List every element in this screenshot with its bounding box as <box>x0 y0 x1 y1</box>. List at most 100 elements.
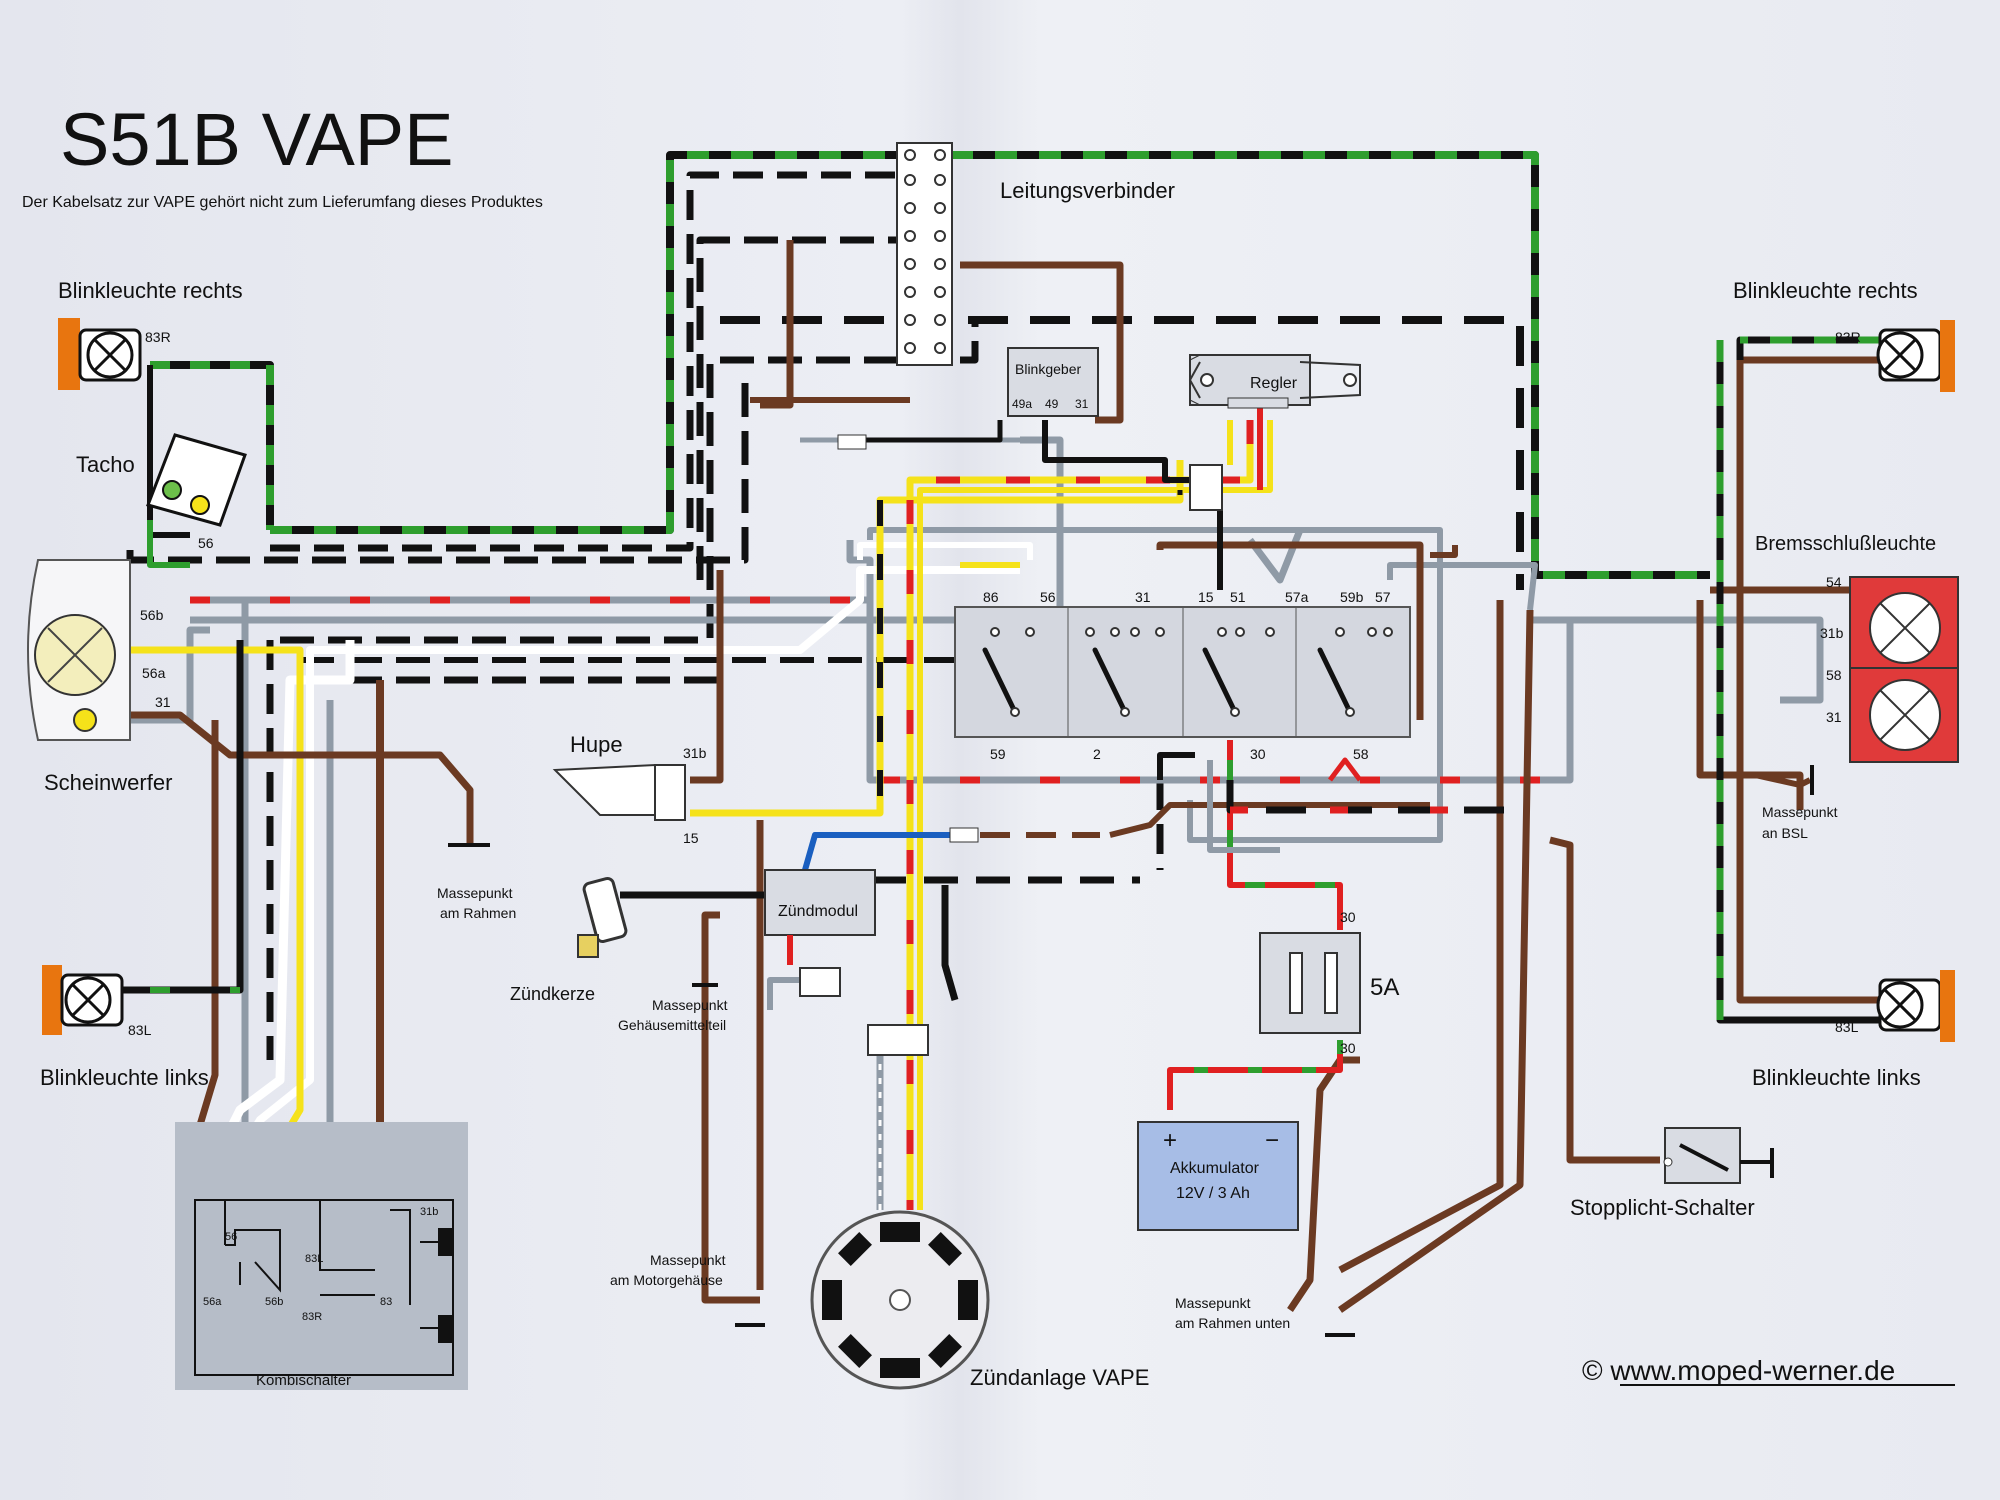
zs-terminal-59b: 59b <box>1340 589 1364 605</box>
label-stopplicht-schalter: Stopplicht-Schalter <box>1570 1195 1755 1220</box>
svg-text:56: 56 <box>225 1231 237 1243</box>
wire-yellow-red-stripe <box>906 420 1254 1210</box>
svg-text:Massepunkt: Massepunkt <box>1762 804 1838 820</box>
tacho: 56 <box>146 433 247 551</box>
svg-text:Massepunkt: Massepunkt <box>650 1252 726 1268</box>
svg-text:83R: 83R <box>1835 329 1861 345</box>
zs-terminal-58: 58 <box>1353 746 1369 762</box>
wire-zs-58 <box>1328 757 1362 782</box>
svg-text:49a: 49a <box>1012 397 1032 411</box>
regler: Regler <box>1188 354 1361 409</box>
svg-text:31: 31 <box>1075 397 1089 411</box>
wire-zs-30 <box>1157 752 1195 780</box>
svg-text:31b: 31b <box>420 1206 438 1218</box>
wire-zs-grey <box>1207 760 1280 853</box>
label-zuendkerze: Zündkerze <box>510 984 595 1004</box>
term-83R-left: 83R <box>145 329 171 345</box>
label-zuendmodul: Zündmodul <box>778 903 858 920</box>
svg-text:Gehäusemittelteil: Gehäusemittelteil <box>618 1017 726 1033</box>
label-kombischalter: Kombischalter <box>256 1372 351 1389</box>
label-akku-spec: 12V / 3 Ah <box>1176 1185 1250 1202</box>
hupe: 31b 15 <box>552 745 707 846</box>
svg-text:83: 83 <box>380 1296 392 1308</box>
fuse-icon <box>1289 952 1303 1014</box>
wire-tacho-green <box>147 520 190 568</box>
inline-connector-icon <box>837 434 867 450</box>
zs-terminal-15: 15 <box>1198 589 1214 605</box>
svg-text:Massepunkt: Massepunkt <box>652 997 728 1013</box>
svg-text:56b: 56b <box>265 1296 283 1308</box>
connector-icon <box>867 1024 929 1056</box>
zs-terminal-31: 31 <box>1135 589 1151 605</box>
label-leitungsverbinder: Leitungsverbinder <box>1000 178 1175 203</box>
svg-text:31: 31 <box>1826 709 1842 725</box>
label-blinker-rechts-left: Blinkleuchte rechts <box>58 278 243 303</box>
blinkgeber: Blinkgeber 49a 49 31 <box>1007 347 1099 417</box>
zs-terminal-59: 59 <box>990 746 1006 762</box>
diagram-title: S51B VAPE <box>60 98 454 181</box>
ground-motor: Massepunkt am Motorgehäuse <box>610 1252 765 1327</box>
label-regler: Regler <box>1250 375 1298 392</box>
svg-text:an BSL: an BSL <box>1762 825 1808 841</box>
indicator-lamp-icon <box>162 480 182 500</box>
svg-text:56a: 56a <box>203 1296 222 1308</box>
horn-button-icon <box>438 1228 453 1256</box>
label-blinker-links-left: Blinkleuchte links <box>40 1065 209 1090</box>
svg-text:am Rahmen unten: am Rahmen unten <box>1175 1315 1290 1331</box>
copyright-link[interactable]: © www.moped-werner.de <box>1582 1355 1895 1386</box>
label-scheinwerfer: Scheinwerfer <box>44 770 172 795</box>
zs-terminal-30: 30 <box>1250 746 1266 762</box>
term-hupe-15: 15 <box>683 830 699 846</box>
stopplicht-schalter <box>1663 1127 1774 1184</box>
ground-gehaeuse: Massepunkt Gehäusemittelteil <box>618 983 728 1033</box>
switch-icon <box>1679 1143 1729 1172</box>
svg-text:49: 49 <box>1045 397 1059 411</box>
bremsschlussleuchte: 54 31b 58 31 <box>1820 574 1959 763</box>
svg-text:83L: 83L <box>1835 1019 1859 1035</box>
zs-terminal-56: 56 <box>1040 589 1056 605</box>
diagram-subtitle: Der Kabelsatz zur VAPE gehört nicht zum … <box>22 194 543 211</box>
label-zuendanlage: Zündanlage VAPE <box>970 1365 1149 1390</box>
horn-icon <box>654 764 686 821</box>
zs-terminal-2: 2 <box>1093 746 1101 762</box>
svg-text:am Rahmen: am Rahmen <box>440 905 516 921</box>
wire-white <box>205 542 1033 1210</box>
indicator-lamp-icon <box>190 495 210 515</box>
svg-text:58: 58 <box>1826 667 1842 683</box>
parking-lamp-icon <box>73 708 97 732</box>
inline-connector-icon <box>949 827 979 843</box>
svg-text:−: − <box>1265 1127 1279 1154</box>
term-56a: 56a <box>142 665 166 681</box>
blinker-rear-left: 83L <box>1835 970 1955 1042</box>
svg-text:Massepunkt: Massepunkt <box>437 885 513 901</box>
blinker-rear-right: 83R <box>1835 320 1955 392</box>
wire-harness <box>70 151 1880 1313</box>
zs-terminal-86: 86 <box>983 589 999 605</box>
svg-text:83L: 83L <box>305 1253 323 1265</box>
svg-text:31b: 31b <box>1820 625 1844 641</box>
wire-red-green <box>1167 740 1530 1110</box>
term-83L-left: 83L <box>128 1022 152 1038</box>
wire-blue <box>802 832 960 871</box>
fuse-box: 30 30 5A <box>1259 909 1399 1056</box>
connector-icon <box>799 967 841 997</box>
zs-terminal-51: 51 <box>1230 589 1246 605</box>
ground-bsl: Massepunkt an BSL <box>1754 765 1838 841</box>
blinker-front-left: 83L <box>42 965 152 1038</box>
akkumulator: + − Akkumulator 12V / 3 Ah <box>1137 1121 1299 1231</box>
svg-text:83R: 83R <box>302 1311 322 1323</box>
svg-text:30: 30 <box>1340 1040 1356 1056</box>
wire-blinkgeber-49a <box>850 420 1003 443</box>
fuse-icon <box>1324 952 1338 1014</box>
ground-rahmen: Massepunkt am Rahmen <box>437 843 516 921</box>
svg-text:+: + <box>1163 1127 1177 1154</box>
label-bremsschlussleuchte: Bremsschlußleuchte <box>1755 533 1936 555</box>
term-56b: 56b <box>140 607 164 623</box>
connector-regler-icon <box>1189 464 1223 511</box>
term-sw-31: 31 <box>155 694 171 710</box>
wire-grey <box>100 436 1824 1210</box>
term-hupe-31b: 31b <box>683 745 707 761</box>
svg-text:54: 54 <box>1826 574 1842 590</box>
